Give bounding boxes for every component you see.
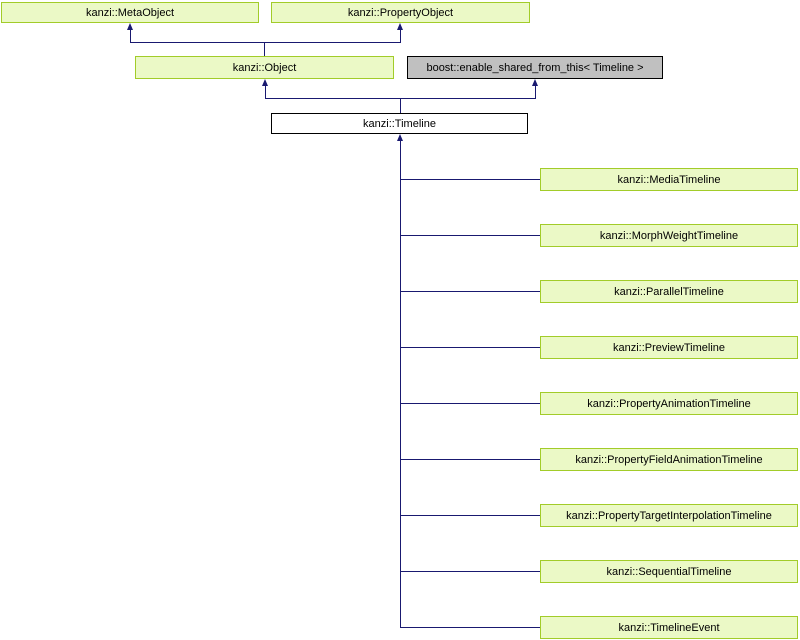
node-boost-enable-shared-from-this: boost::enable_shared_from_this< Timeline… bbox=[407, 56, 663, 79]
node-kanzi-object[interactable]: kanzi::Object bbox=[135, 56, 394, 79]
edge-object-parents-horizontal bbox=[130, 42, 401, 43]
edge-branch-mediatimeline bbox=[400, 179, 540, 180]
arrowhead-enable-shared-icon bbox=[532, 79, 538, 86]
arrowhead-metaobject-icon bbox=[127, 23, 133, 30]
node-kanzi-propertyanimationtimeline[interactable]: kanzi::PropertyAnimationTimeline bbox=[540, 392, 798, 415]
edge-object-metaobject-vertical bbox=[130, 30, 131, 42]
node-kanzi-sequentialtimeline[interactable]: kanzi::SequentialTimeline bbox=[540, 560, 798, 583]
edge-branch-paralleltimeline bbox=[400, 291, 540, 292]
edge-branch-previewtimeline bbox=[400, 347, 540, 348]
edge-branch-timelineevent bbox=[400, 627, 540, 628]
edge-branch-propertytargetinterpolationtimeline bbox=[400, 515, 540, 516]
edge-object-propertyobject-vertical bbox=[400, 30, 401, 42]
edge-branch-propertyanimationtimeline bbox=[400, 403, 540, 404]
edge-branch-propertyfieldanimationtimeline bbox=[400, 459, 540, 460]
node-kanzi-mediatimeline[interactable]: kanzi::MediaTimeline bbox=[540, 168, 798, 191]
edge-object-parents-stem bbox=[264, 42, 265, 56]
node-kanzi-morphweighttimeline[interactable]: kanzi::MorphWeightTimeline bbox=[540, 224, 798, 247]
node-kanzi-propertytargetinterpolationtimeline[interactable]: kanzi::PropertyTargetInterpolationTimeli… bbox=[540, 504, 798, 527]
node-kanzi-propertyobject[interactable]: kanzi::PropertyObject bbox=[271, 2, 530, 23]
arrowhead-object-icon bbox=[262, 79, 268, 86]
edge-timeline-object-vertical bbox=[265, 86, 266, 98]
node-kanzi-previewtimeline[interactable]: kanzi::PreviewTimeline bbox=[540, 336, 798, 359]
edge-timeline-enableshared-vertical bbox=[535, 86, 536, 98]
edge-timeline-parents-stem bbox=[400, 98, 401, 113]
node-kanzi-timeline: kanzi::Timeline bbox=[271, 113, 528, 134]
edge-children-trunk bbox=[400, 141, 401, 628]
node-kanzi-propertyfieldanimationtimeline[interactable]: kanzi::PropertyFieldAnimationTimeline bbox=[540, 448, 798, 471]
edge-branch-morphweighttimeline bbox=[400, 235, 540, 236]
node-kanzi-timelineevent[interactable]: kanzi::TimelineEvent bbox=[540, 616, 798, 639]
arrowhead-timeline-icon bbox=[397, 134, 403, 141]
edge-branch-sequentialtimeline bbox=[400, 571, 540, 572]
node-kanzi-metaobject[interactable]: kanzi::MetaObject bbox=[1, 2, 259, 23]
node-kanzi-paralleltimeline[interactable]: kanzi::ParallelTimeline bbox=[540, 280, 798, 303]
arrowhead-propertyobject-icon bbox=[397, 23, 403, 30]
